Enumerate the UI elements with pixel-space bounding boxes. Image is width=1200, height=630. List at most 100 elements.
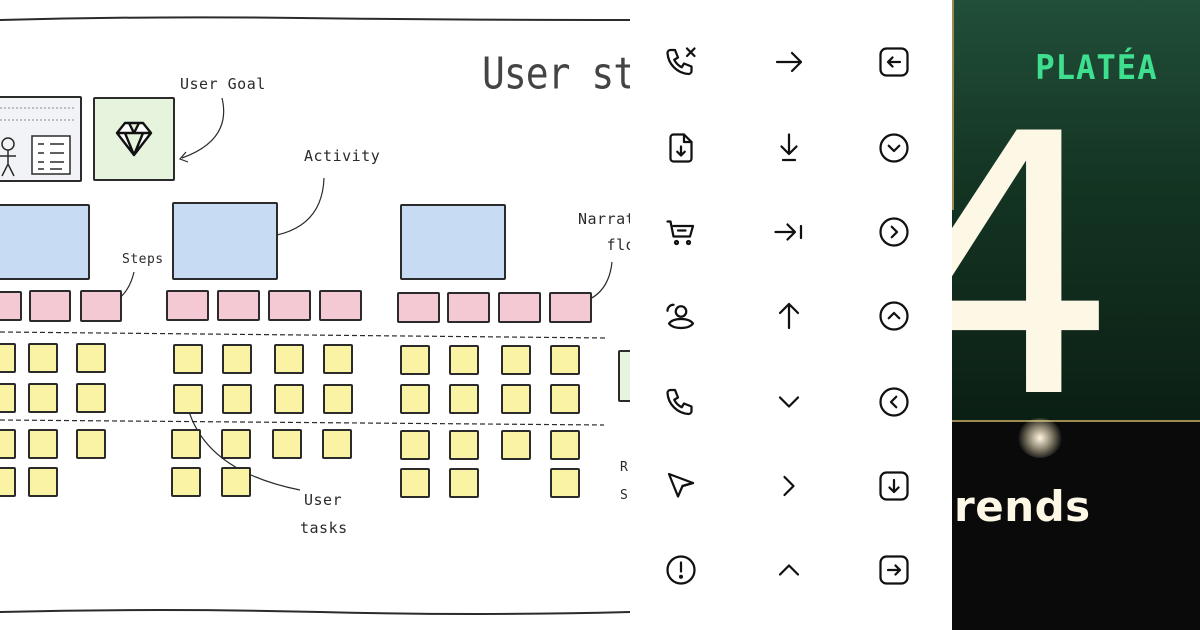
task-card [171,429,201,459]
task-card [76,429,106,459]
task-card [28,467,58,497]
promo-divider [952,420,1200,422]
step-card [29,290,71,322]
icon-grid [630,0,952,630]
task-card [323,384,353,414]
step-card [549,292,592,323]
task-card [274,344,304,374]
task-card [449,430,479,460]
release-card [618,350,630,402]
label-narrative-flow: Narrat flo [578,206,630,258]
alert-circle-icon[interactable] [663,552,699,588]
task-card [0,343,16,373]
activity-card [172,202,278,280]
step-card [319,290,362,321]
task-card [550,468,580,498]
task-card [550,345,580,375]
task-card [28,343,58,373]
story-map-illustration: User story m User Goal Activity Steps Na… [0,16,630,615]
label-steps: Steps [122,252,164,267]
label-narrative-line1: Narrat [578,210,630,228]
phone-missed-icon[interactable] [663,44,699,80]
chevron-up-icon[interactable] [771,552,807,588]
brand-logo: PLATÉA [1035,48,1158,88]
shopping-cart-icon[interactable] [663,214,699,250]
label-right-edge-1: R [620,460,629,475]
task-card [222,344,252,374]
task-card [550,384,580,414]
step-card [166,290,209,321]
label-user-tasks-line2: tasks [300,519,348,537]
task-card [221,467,251,497]
promo-top-panel [952,0,1200,422]
task-card [272,429,302,459]
task-card [0,383,16,413]
task-card [221,429,251,459]
task-card [28,429,58,459]
step-card [80,290,122,322]
task-card [173,344,203,374]
arrow-right-to-line-icon[interactable] [771,214,807,250]
task-card [222,384,252,414]
promo-divider-vertical [952,0,954,210]
diamond-icon [115,121,153,157]
activity-card [0,204,90,280]
story-map-title: User story m [482,48,630,99]
task-card [449,345,479,375]
task-card [501,384,531,414]
promo-banner: PLATÉA 4 rends [952,0,1200,630]
label-narrative-line2: flo [606,236,630,254]
task-card [400,468,430,498]
persona-sketch-icon [0,107,76,177]
promo-headline: rends [954,482,1091,531]
goal-card [93,97,175,181]
task-card [76,383,106,413]
task-card [501,430,531,460]
phone-icon[interactable] [663,384,699,420]
promo-light-glow [1018,418,1062,458]
task-card [274,384,304,414]
arrow-down-to-line-icon[interactable] [771,130,807,166]
arrow-right-icon[interactable] [771,44,807,80]
task-card [171,467,201,497]
task-card [76,343,106,373]
file-download-icon[interactable] [663,130,699,166]
step-card [498,292,541,323]
circle-chevron-up-icon[interactable] [876,298,912,334]
task-card [550,430,580,460]
send-icon[interactable] [663,468,699,504]
chevron-right-icon[interactable] [771,468,807,504]
task-card [400,345,430,375]
activity-card [400,204,506,280]
circle-chevron-left-icon[interactable] [876,384,912,420]
square-arrow-right-icon[interactable] [876,552,912,588]
task-card [449,384,479,414]
user-circle-icon[interactable] [663,298,699,334]
step-card [0,291,22,321]
label-user-tasks: User tasks [300,486,348,542]
square-arrow-left-icon[interactable] [876,44,912,80]
task-card [400,430,430,460]
circle-chevron-right-icon[interactable] [876,214,912,250]
task-card [323,344,353,374]
task-card [322,429,352,459]
label-right-edge: R S [620,454,628,510]
label-activity: Activity [304,147,381,165]
task-card [400,384,430,414]
label-right-edge-2: S [620,488,629,503]
chevron-down-icon[interactable] [771,384,807,420]
label-user-tasks-line1: User [304,491,343,509]
task-card [501,345,531,375]
task-card [0,429,16,459]
step-card [268,290,311,321]
square-arrow-down-icon[interactable] [876,468,912,504]
label-user-goal: User Goal [180,75,266,93]
task-card [0,467,16,497]
arrow-up-icon[interactable] [771,298,807,334]
promo-big-number: 4 [952,58,1120,477]
task-card [173,384,203,414]
step-card [217,290,260,321]
circle-chevron-down-icon[interactable] [876,130,912,166]
step-card [397,292,440,323]
